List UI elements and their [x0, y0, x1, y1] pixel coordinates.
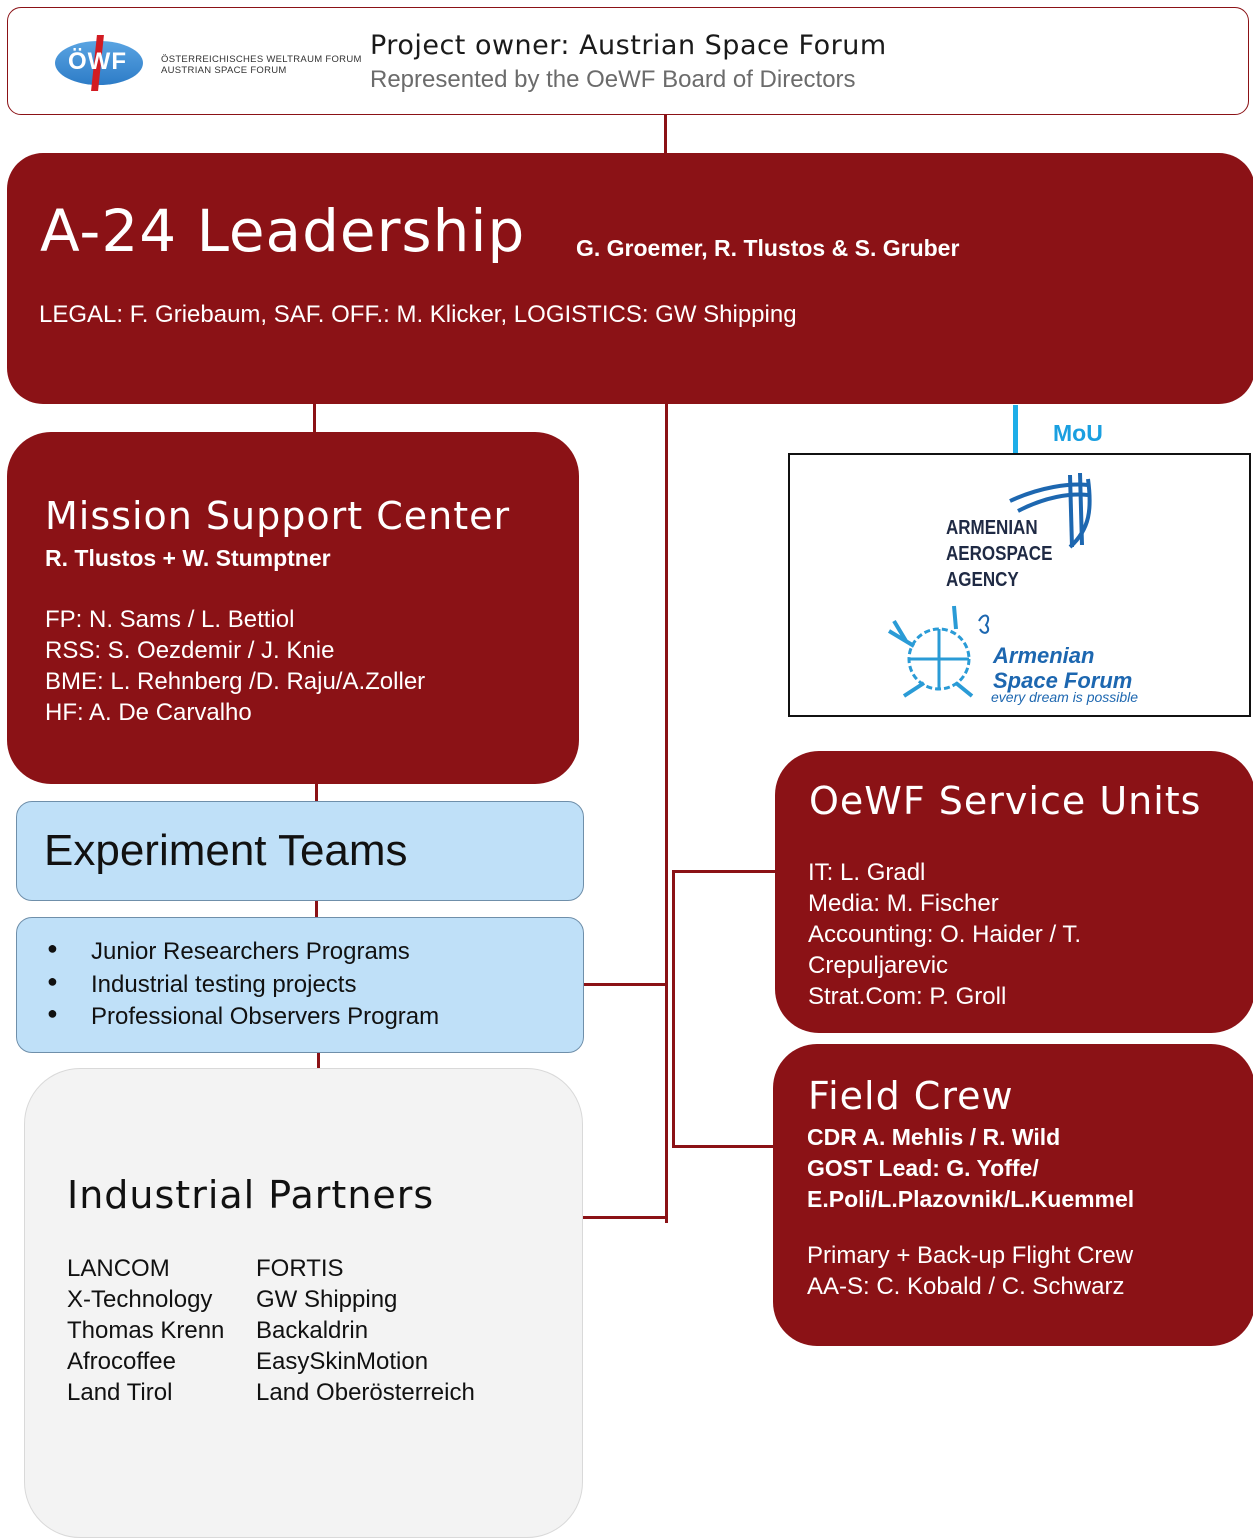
service-units-box: OeWF Service Units IT: L. Gradl Media: M…: [775, 751, 1253, 1033]
msc-member: BME: L. Rehnberg /D. Raju/A.Zoller: [45, 668, 426, 695]
agency-line: AGENCY: [946, 569, 1019, 591]
msc-lead: R. Tlustos + W. Stumptner: [45, 545, 331, 571]
oewf-logo-letters: ÖWF: [68, 48, 127, 75]
service-unit-item: Crepuljarevic: [808, 952, 949, 979]
connector-prog-partners: [317, 1052, 320, 1069]
service-unit-item: Media: M. Fischer: [808, 890, 999, 917]
agency-line: ARMENIAN: [946, 517, 1038, 539]
bullet-icon: ●: [47, 938, 58, 958]
program-label: Industrial testing projects: [91, 971, 357, 998]
field-crew-list: Primary + Back-up Flight Crew AA-S: C. K…: [807, 1240, 1133, 1302]
bullet-icon: ●: [47, 1003, 58, 1023]
partner-name: Afrocoffee: [67, 1348, 176, 1375]
logo-text-de: ÖSTERREICHISCHES WELTRAUM FORUM: [161, 54, 362, 65]
agency-line: AEROSPACE: [946, 543, 1053, 565]
service-unit-item: Strat.Com: P. Groll: [808, 983, 1007, 1010]
msc-member-list: FP: N. Sams / L. Bettiol RSS: S. Oezdemi…: [45, 604, 425, 728]
partner-name: FORTIS: [256, 1255, 344, 1282]
industrial-partners-box: Industrial Partners LANCOM X-Technology …: [24, 1068, 583, 1538]
partners-title: Industrial Partners: [67, 1173, 435, 1217]
partner-name: Land Tirol: [67, 1379, 173, 1406]
armenian-space-forum-tagline: every dream is possible: [991, 689, 1139, 705]
partner-name: Land Oberösterreich: [256, 1379, 475, 1406]
msc-member: FP: N. Sams / L. Bettiol: [45, 606, 295, 633]
leadership-roles: LEGAL: F. Griebaum, SAF. OFF.: M. Klicke…: [39, 301, 797, 328]
experiment-teams-title: Experiment Teams: [44, 826, 408, 875]
crew-lead-line: E.Poli/L.Plazovnik/L.Kuemmel: [807, 1186, 1135, 1212]
project-owner-box: ÖWF ÖSTERREICHISCHES WELTRAUM FORUM AUST…: [7, 7, 1249, 115]
logo-text-en: AUSTRIAN SPACE FORUM: [161, 65, 287, 76]
armenian-space-forum-name: Armenian Space Forum: [993, 643, 1132, 693]
connector-msc-exp: [315, 784, 318, 802]
project-owner-title: Project owner: Austrian Space Forum: [370, 30, 887, 61]
partners-column-1: LANCOM X-Technology Thomas Krenn Afrocof…: [67, 1253, 224, 1408]
connector-trunk-crew: [674, 1145, 774, 1148]
crew-lead-line: CDR A. Mehlis / R. Wild: [807, 1124, 1061, 1150]
bullet-icon: ●: [47, 971, 58, 991]
partner-name: Thomas Krenn: [67, 1317, 225, 1344]
experiment-teams-box: Experiment Teams: [16, 801, 584, 901]
forum-line: Armenian: [993, 643, 1095, 668]
connector-trunk-right: [672, 870, 675, 1148]
programs-box: ● Junior Researchers Programs ● Industri…: [16, 917, 584, 1053]
leadership-box: A-24 Leadership G. Groemer, R. Tlustos &…: [7, 153, 1253, 404]
field-crew-title: Field Crew: [808, 1074, 1014, 1118]
connector-leadership-msc: [313, 403, 316, 433]
msc-member: RSS: S. Oezdemir / J. Knie: [45, 637, 335, 664]
connector-owner-leadership: [664, 115, 667, 155]
leadership-names: G. Groemer, R. Tlustos & S. Gruber: [576, 235, 960, 261]
partner-name: GW Shipping: [256, 1286, 398, 1313]
partner-name: Backaldrin: [256, 1317, 369, 1344]
connector-trunk-service: [674, 870, 776, 873]
crew-lead-line: GOST Lead: G. Yoffe/: [807, 1155, 1039, 1181]
service-unit-item: IT: L. Gradl: [808, 859, 926, 886]
program-label: Junior Researchers Programs: [91, 938, 410, 965]
armenian-partners-box: ARMENIAN AEROSPACE AGENCY Armenian Space…: [788, 453, 1251, 717]
connector-exp-prog: [315, 900, 318, 918]
armenian-aerospace-agency-name: ARMENIAN AEROSPACE AGENCY: [946, 515, 1052, 593]
partner-name: EasySkinMotion: [256, 1348, 429, 1375]
program-label: Professional Observers Program: [91, 1003, 440, 1030]
partner-name: X-Technology: [67, 1286, 213, 1313]
field-crew-leads: CDR A. Mehlis / R. Wild GOST Lead: G. Yo…: [807, 1122, 1134, 1215]
armenian-space-forum-logo-icon: [887, 605, 990, 698]
connector-trunk: [665, 403, 668, 1223]
service-units-list: IT: L. Gradl Media: M. Fischer Accountin…: [808, 857, 1081, 1012]
mou-connector: [1013, 405, 1018, 453]
armenian-aerospace-agency-logo-icon: [1009, 472, 1092, 549]
msc-title: Mission Support Center: [45, 494, 511, 538]
mission-support-center-box: Mission Support Center R. Tlustos + W. S…: [7, 432, 579, 784]
partner-name: LANCOM: [67, 1255, 170, 1282]
project-owner-subtitle: Represented by the OeWF Board of Directo…: [370, 66, 856, 93]
field-crew-box: Field Crew CDR A. Mehlis / R. Wild GOST …: [773, 1044, 1253, 1346]
mou-label: MoU: [1053, 420, 1103, 446]
crew-item: AA-S: C. Kobald / C. Schwarz: [807, 1273, 1125, 1300]
msc-member: HF: A. De Carvalho: [45, 699, 252, 726]
service-units-title: OeWF Service Units: [809, 779, 1202, 823]
leadership-title: A-24 Leadership: [40, 197, 526, 265]
forum-line: Space Forum: [993, 668, 1133, 693]
service-unit-item: Accounting: O. Haider / T.: [808, 921, 1082, 948]
connector-prog-trunk: [584, 983, 668, 986]
crew-item: Primary + Back-up Flight Crew: [807, 1242, 1134, 1269]
partners-column-2: FORTIS GW Shipping Backaldrin EasySkinMo…: [256, 1253, 475, 1408]
connector-partners-trunk: [583, 1216, 668, 1219]
